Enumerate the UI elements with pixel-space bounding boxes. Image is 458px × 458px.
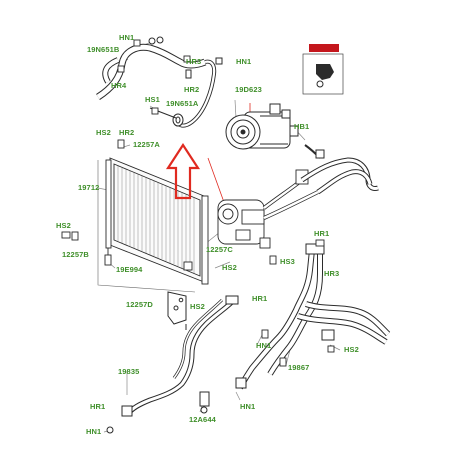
label-hn1-bl: HN1: [86, 427, 102, 436]
label-19n651a: 19N651A: [166, 99, 199, 108]
label-hn1-mid: HN1: [256, 341, 272, 350]
label-hr1-bl: HR1: [90, 402, 106, 411]
condenser-group-outline: [97, 160, 196, 293]
label-12257a: 12257A: [133, 140, 160, 149]
label-19n651b: 19N651B: [87, 45, 120, 54]
highlight-arrow: [165, 142, 201, 200]
inset-detail: [302, 44, 344, 95]
fasteners: [61, 39, 335, 367]
label-hs2-mid: HS2: [222, 263, 237, 272]
label-hs1: HS1: [145, 95, 160, 104]
label-19d623: 19D623: [235, 85, 262, 94]
label-hr2-top: HR2: [184, 85, 200, 94]
inset-valve-part: [316, 64, 334, 80]
pipe-19835: [106, 295, 239, 434]
inset-red-badge: [309, 44, 339, 52]
label-19835: 19835: [118, 367, 140, 376]
label-19867: 19867: [288, 363, 310, 372]
label-hn1-br: HN1: [240, 402, 256, 411]
label-hr3-top: HR3: [186, 57, 202, 66]
label-hr1-r: HR1: [314, 229, 330, 238]
label-hr1-mid: HR1: [252, 294, 268, 303]
hose-19n651: [96, 36, 223, 128]
label-hr2-mid: HR2: [119, 128, 135, 137]
label-12a644: 12A644: [189, 415, 216, 424]
label-hr3-r: HR3: [324, 269, 340, 278]
label-hb1: HB1: [294, 122, 310, 131]
pipe-19867: [235, 243, 391, 390]
label-hs2-r: HS2: [344, 345, 359, 354]
compressor-19d623: [225, 103, 299, 150]
bracket-12257d: [167, 291, 187, 330]
label-19e994: 19E994: [116, 265, 143, 274]
label-hs2-l2: HS2: [56, 221, 71, 230]
label-hr4: HR4: [111, 81, 127, 90]
label-hn1-top: HN1: [236, 57, 252, 66]
label-12257c: 12257C: [206, 245, 233, 254]
label-hs2-l1: HS2: [96, 128, 111, 137]
label-12257b: 12257B: [62, 250, 89, 259]
hose-upper-right: [300, 144, 379, 195]
label-hs3: HS3: [280, 257, 295, 266]
label-hs2-low: HS2: [190, 302, 205, 311]
label-hn1-tl: HN1: [119, 33, 135, 42]
label-19712: 19712: [78, 183, 100, 192]
label-12257d: 12257D: [126, 300, 153, 309]
compressor-assembly: [217, 169, 319, 249]
condenser-19712: [104, 157, 209, 285]
